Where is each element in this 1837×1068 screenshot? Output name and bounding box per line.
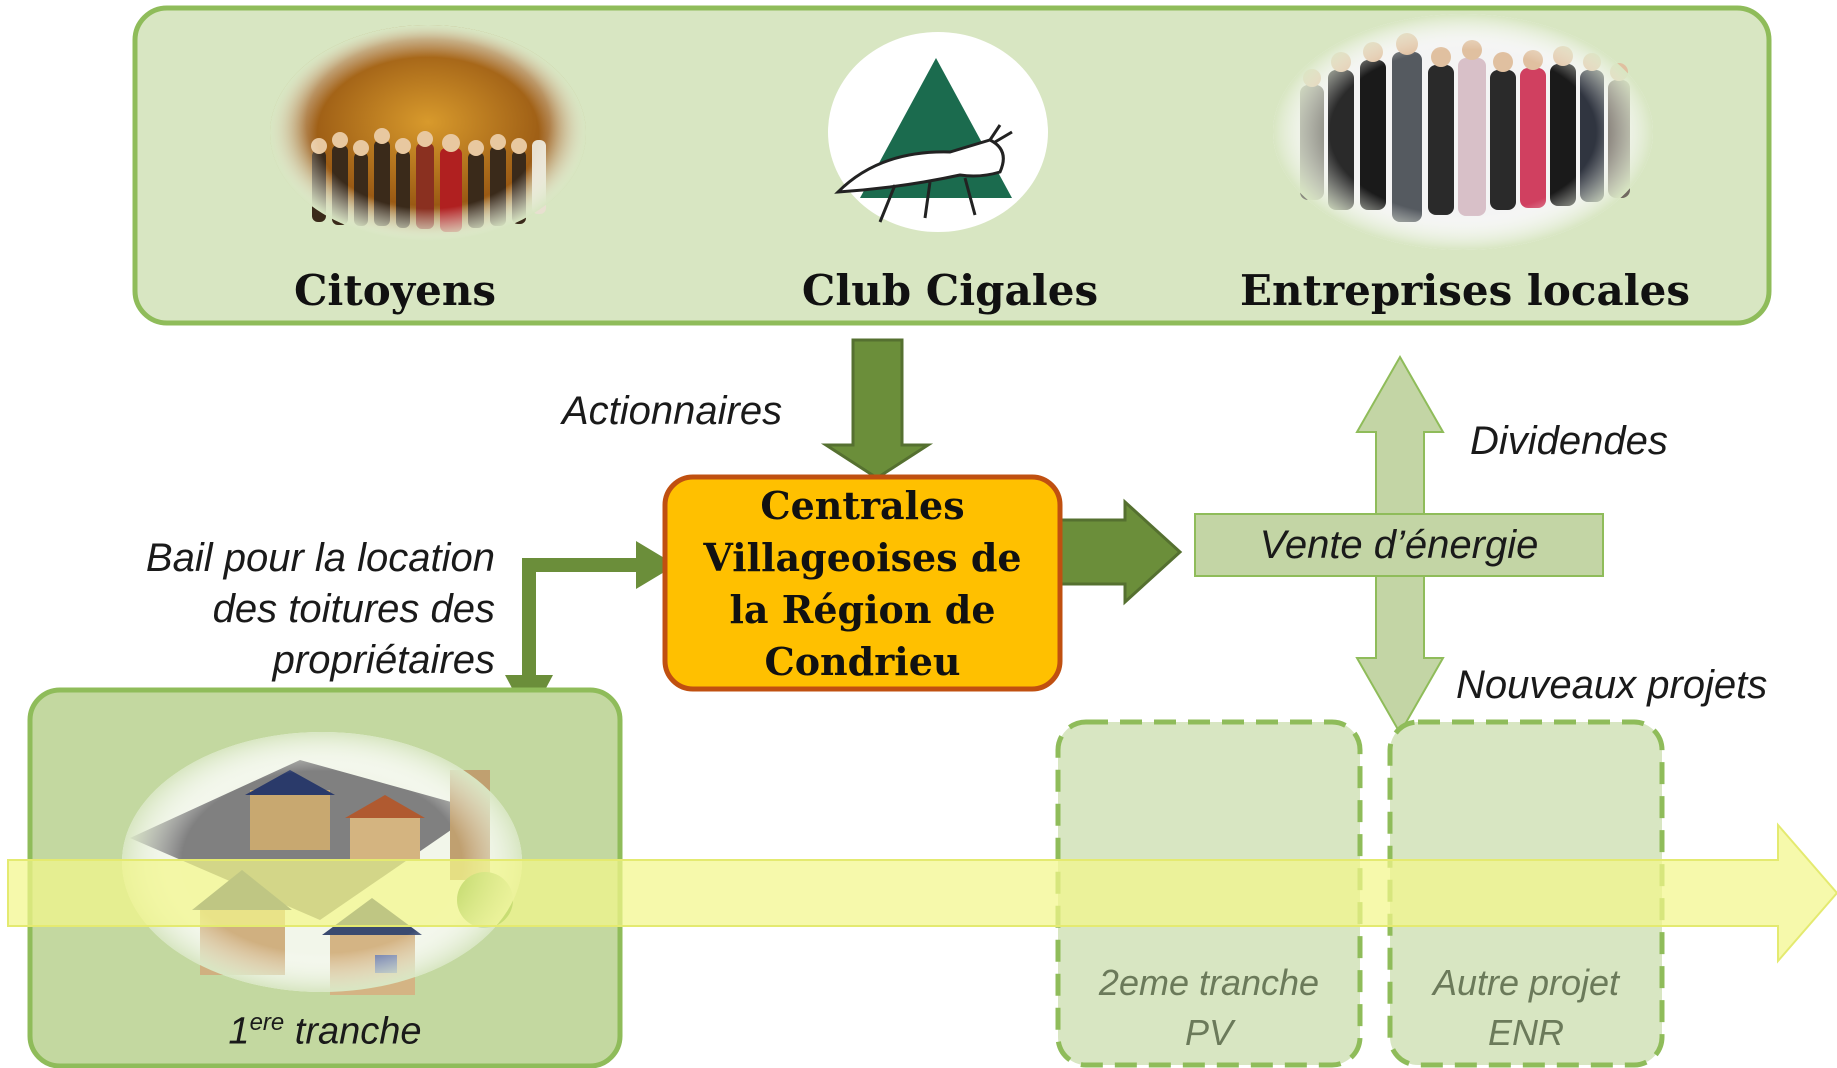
business-people-photo-icon <box>1273 14 1653 250</box>
label-bail: Bail pour la location des toitures des p… <box>100 533 495 686</box>
bail-line-2: des toitures des <box>212 587 495 631</box>
label-dividendes: Dividendes <box>1470 419 1668 463</box>
label-club-cigales: Club Cigales <box>801 266 1099 315</box>
label-first-tranche: 1ere tranche <box>30 1008 620 1056</box>
other-project-line-1: Autre projet <box>1432 962 1620 1003</box>
first-tranche-superscript: ere <box>249 1009 285 1036</box>
second-tranche-line-2: PV <box>1184 1012 1234 1053</box>
center-line-2: Villageoises de <box>703 535 1022 580</box>
timeline-arrow <box>7 822 1837 964</box>
first-tranche-word: tranche <box>284 1010 422 1053</box>
label-citoyens: Citoyens <box>293 266 497 315</box>
label-vente-energie: Vente d’énergie <box>1259 523 1539 567</box>
center-box <box>662 474 1063 692</box>
vente-bar <box>1194 513 1604 577</box>
bail-line-3: propriétaires <box>272 638 495 682</box>
center-line-1: Centrales <box>760 483 965 528</box>
actionnaires-arrow <box>820 338 934 480</box>
cigale-logo-icon <box>828 32 1048 232</box>
label-actionnaires: Actionnaires <box>562 389 783 433</box>
label-nouveaux-projets: Nouveaux projets <box>1456 663 1768 707</box>
bail-line-1: Bail pour la location <box>145 536 495 580</box>
label-entreprises-locales: Entreprises locales <box>1240 266 1690 315</box>
vente-arrow <box>1056 498 1183 606</box>
label-other-project: Autre projet ENR <box>1390 958 1662 1058</box>
bail-arrow <box>522 558 640 690</box>
center-box-label: Centrales Villageoises de la Région de C… <box>665 480 1060 688</box>
first-tranche-number: 1 <box>228 1010 250 1053</box>
label-second-tranche: 2eme tranche PV <box>1058 958 1360 1058</box>
other-project-line-2: ENR <box>1487 1012 1564 1053</box>
center-line-3: la Région de <box>729 587 996 632</box>
second-tranche-line-1: 2eme tranche <box>1098 962 1320 1003</box>
crowd-photo-icon <box>270 25 586 241</box>
center-line-4: Condrieu <box>764 639 961 684</box>
